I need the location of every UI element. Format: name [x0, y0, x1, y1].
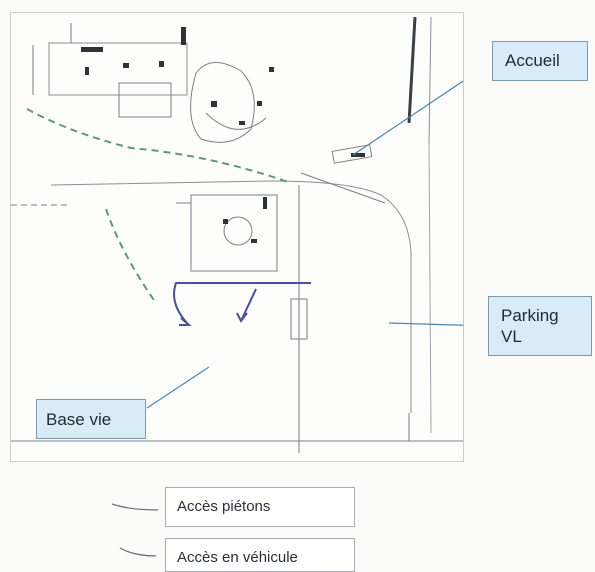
legend-pedestrian-access: Accès piétons — [165, 487, 355, 527]
legend-symbols — [111, 503, 159, 557]
legend-vehicle-label: Accès en véhicule — [177, 549, 298, 566]
accueil-building — [331, 144, 373, 164]
label-parking-line1: Parking — [501, 306, 559, 325]
pedestrian-path — [26, 108, 292, 304]
round-structure — [190, 62, 255, 143]
leader-basevie — [146, 366, 210, 409]
label-base-vie: Base vie — [46, 410, 112, 429]
legend-pedestrian-label: Accès piétons — [177, 498, 271, 515]
legend-vehicle-symbol — [119, 547, 157, 557]
site-plan-drawing — [11, 16, 463, 453]
label-accueil: Accueil — [505, 51, 560, 70]
leader-parking — [388, 322, 463, 326]
leader-accueil — [352, 80, 463, 156]
road-edge-right — [407, 16, 417, 124]
callout-base-vie: Base vie — [36, 399, 146, 439]
vehicle-path — [173, 282, 311, 326]
building-workshop — [48, 42, 188, 96]
label-parking-line2: VL — [501, 327, 522, 346]
callout-parking-vl: Parking VL — [488, 296, 592, 356]
callout-accueil: Accueil — [492, 41, 588, 81]
legend-pedestrian-symbol — [111, 503, 159, 511]
legend-vehicle-access: Accès en véhicule — [165, 538, 355, 572]
access-road — [50, 180, 412, 413]
central-building — [190, 194, 278, 272]
site-plan-frame — [10, 12, 464, 462]
